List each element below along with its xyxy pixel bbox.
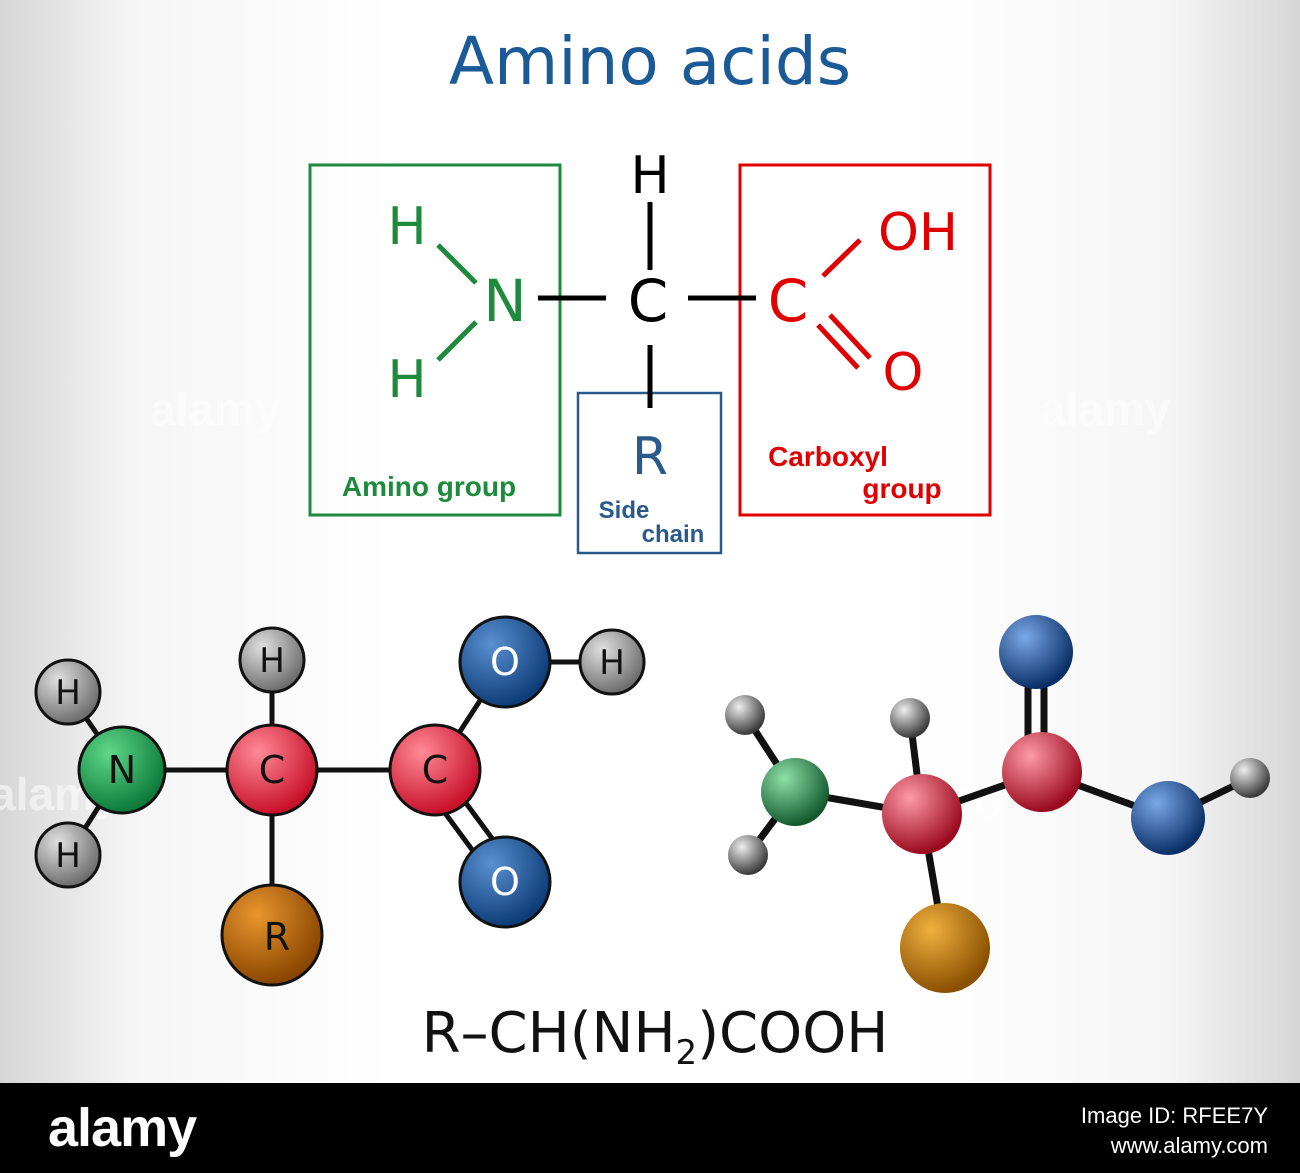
alpha-h: H bbox=[630, 146, 669, 206]
carboxyl-o: O bbox=[883, 343, 924, 403]
carboxyl-label-line2: group bbox=[862, 473, 941, 504]
watermarks: alamy alamy alamy alamy alamy bbox=[0, 383, 1171, 820]
atom-3d-h bbox=[890, 698, 930, 738]
ball-label-c: C bbox=[422, 748, 449, 792]
atom-r bbox=[220, 883, 324, 987]
ball-label-r: R bbox=[264, 915, 290, 959]
diagram-canvas: alamy alamy alamy alamy alamy Amino acid… bbox=[0, 0, 1300, 1083]
atom-3d-o bbox=[999, 615, 1073, 689]
bond-h-n-bottom bbox=[436, 320, 478, 362]
amino-group-label: Amino group bbox=[342, 471, 516, 502]
ball-label-o: O bbox=[490, 640, 520, 684]
page-title: Amino acids bbox=[449, 23, 851, 100]
diagram-svg: alamy alamy alamy alamy alamy Amino acid… bbox=[0, 23, 1270, 1073]
atom-3d-c bbox=[1002, 732, 1082, 812]
ball-label-n: N bbox=[108, 748, 136, 792]
bond-c-o-1 bbox=[816, 323, 860, 370]
alpha-c: C bbox=[628, 267, 669, 335]
image-id: Image ID: RFEE7Y bbox=[1080, 1103, 1268, 1128]
model-3d-atoms bbox=[725, 615, 1270, 993]
watermark: alamy bbox=[1040, 383, 1171, 435]
atom-h bbox=[34, 821, 102, 889]
atom-c bbox=[388, 723, 482, 817]
footer-url: www.alamy.com bbox=[1110, 1133, 1268, 1158]
condensed-formula: R–CH(NH2)COOH bbox=[422, 1001, 889, 1073]
carboxyl-label-line1: Carboxyl bbox=[768, 441, 888, 472]
amine-h-bottom: H bbox=[387, 350, 426, 410]
amine-h-top: H bbox=[387, 197, 426, 257]
ball-label-c: C bbox=[259, 748, 286, 792]
atom-o bbox=[458, 835, 552, 929]
ball-label-h: H bbox=[599, 643, 625, 683]
ball-label-h: H bbox=[259, 641, 285, 681]
atom-h bbox=[238, 626, 306, 694]
group-labels: Amino group Side chain Carboxyl group bbox=[342, 441, 942, 548]
amine-n: N bbox=[483, 267, 526, 335]
carboxyl-group-box bbox=[738, 163, 992, 517]
side-chain-label-line1: Side bbox=[599, 497, 650, 524]
footer-bar: alamy Image ID: RFEE7Y www.alamy.com bbox=[0, 1083, 1300, 1173]
atom-3d-r bbox=[900, 903, 990, 993]
watermark: alamy bbox=[600, 503, 731, 555]
ball-label-h: H bbox=[55, 836, 81, 876]
atom-h bbox=[578, 628, 646, 696]
bond-c-oh bbox=[821, 238, 862, 278]
image-id-block: Image ID: RFEE7Y www.alamy.com bbox=[1081, 1101, 1268, 1161]
atom-3d-h bbox=[728, 835, 768, 875]
atom-3d-n bbox=[761, 758, 829, 826]
ball-model-atoms bbox=[34, 615, 646, 987]
carboxyl-oh: OH bbox=[878, 203, 958, 263]
formula-subscript: 2 bbox=[676, 1033, 698, 1073]
formula-part1: R–CH(NH bbox=[422, 1001, 676, 1066]
atom-3d-o bbox=[1131, 781, 1205, 855]
atom-o bbox=[458, 615, 552, 709]
structural-bonds bbox=[436, 202, 872, 408]
formula-part2: )COOH bbox=[697, 1001, 888, 1066]
alamy-logo: alamy bbox=[48, 1098, 197, 1158]
atom-n bbox=[77, 725, 167, 815]
amino-group-box bbox=[308, 163, 562, 517]
side-r: R bbox=[632, 427, 668, 487]
atom-c bbox=[225, 723, 319, 817]
atom-3d-h bbox=[725, 695, 765, 735]
bond-h-n-top bbox=[436, 243, 478, 285]
watermark: alamy bbox=[150, 383, 281, 435]
side-chain-label-line2: chain bbox=[642, 521, 705, 548]
atom-3d-h bbox=[1230, 758, 1270, 798]
ball-label-h: H bbox=[55, 673, 81, 713]
ball-label-o: O bbox=[490, 860, 520, 904]
carboxyl-c: C bbox=[768, 267, 809, 335]
atom-3d-c bbox=[882, 774, 962, 854]
bond-c-o-2 bbox=[828, 313, 872, 360]
atom-h bbox=[34, 658, 102, 726]
svg-text:R–CH(NH2)COOH: R–CH(NH2)COOH bbox=[422, 1001, 889, 1073]
ball-model-labels: H H N H C R C O H O bbox=[55, 640, 625, 959]
structural-atoms: H N H H C R C OH O bbox=[387, 146, 958, 487]
